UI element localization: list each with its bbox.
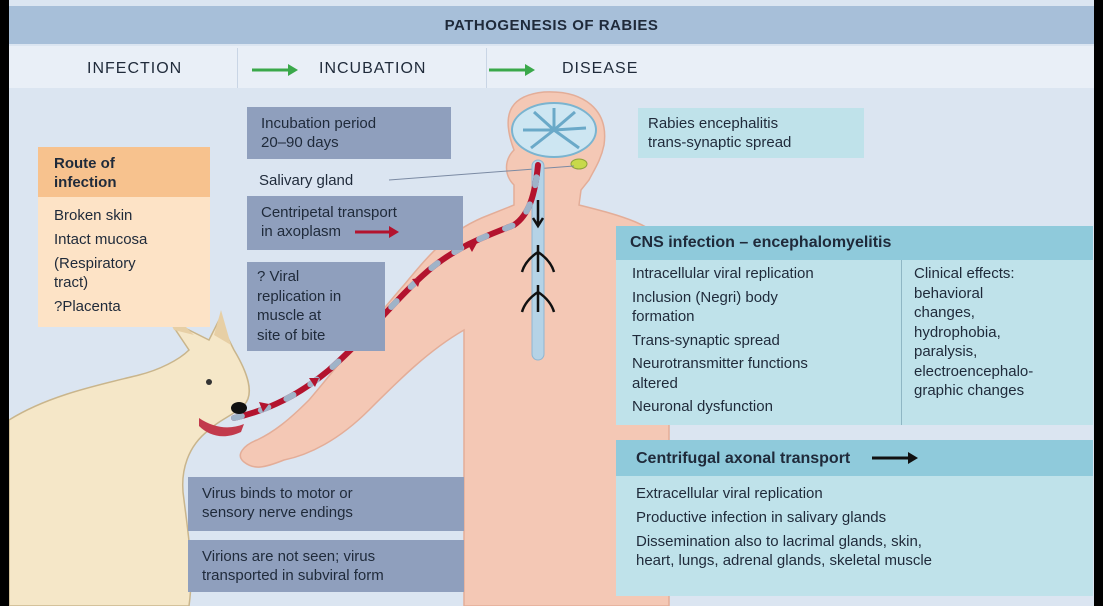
virions-box: Virions are not seen; virus transported … (188, 540, 464, 592)
clinical-line: behavioral (914, 284, 1089, 304)
centripetal-line: Centripetal transport (261, 203, 449, 222)
clinical-line: changes, (914, 303, 1089, 323)
red-arrow-icon (355, 226, 399, 238)
viral-muscle-line: site of bite (257, 326, 375, 346)
encephalitis-box: Rabies encephalitis trans-synaptic sprea… (638, 108, 864, 158)
viral-muscle-line: ? Viral (257, 267, 375, 287)
cns-line: Trans-synaptic spread (632, 331, 885, 351)
cns-header: CNS infection – encephalomyelitis (616, 226, 1093, 260)
centrifugal-line: Productive infection in salivary glands (636, 508, 1073, 527)
virus-binds-line: Virus binds to motor or (202, 484, 450, 503)
page-title: PATHOGENESIS OF RABIES (9, 6, 1094, 44)
virions-line: transported in subviral form (202, 566, 450, 585)
route-item: ?Placenta (54, 297, 194, 316)
cns-line: altered (632, 374, 885, 394)
viral-muscle-box: ? Viral replication in muscle at site of… (247, 262, 385, 351)
route-header-line: Route of (54, 154, 194, 173)
route-list: Broken skin Intact mucosa (Respiratory t… (38, 197, 210, 327)
cns-right-column: Clinical effects: behavioral changes, hy… (914, 264, 1089, 401)
clinical-line: Clinical effects: (914, 264, 1089, 284)
phase-divider (237, 48, 238, 88)
green-arrow-icon (252, 64, 298, 76)
clinical-line: electroencephalo- (914, 362, 1089, 382)
incubation-line: 20–90 days (261, 133, 437, 152)
centripetal-box: Centripetal transport in axoplasm (247, 196, 463, 250)
encephalitis-line: trans-synaptic spread (648, 133, 854, 152)
salivary-gland-shape (571, 159, 587, 169)
clinical-line: hydrophobia, (914, 323, 1089, 343)
cns-body: Intracellular viral replication Inclusio… (616, 260, 1093, 425)
incubation-line: Incubation period (261, 114, 437, 133)
route-header: Route of infection (38, 147, 210, 197)
black-arrow-icon (872, 452, 918, 464)
cns-line: Intracellular viral replication (632, 264, 885, 284)
centripetal-line: in axoplasm (261, 222, 341, 241)
route-item: (Respiratory (54, 254, 194, 273)
route-item: Broken skin (54, 206, 194, 225)
centrifugal-line: Dissemination also to lacrimal glands, s… (636, 532, 1073, 551)
green-arrow-icon (489, 64, 535, 76)
phase-disease: DISEASE (562, 60, 638, 78)
cns-line: Neurotransmitter functions (632, 354, 885, 374)
centrifugal-title: Centrifugal axonal transport (636, 449, 850, 468)
centrifugal-body: Extracellular viral replication Producti… (616, 476, 1093, 596)
virus-binds-line: sensory nerve endings (202, 503, 450, 522)
clinical-line: paralysis, (914, 342, 1089, 362)
route-header-line: infection (54, 173, 194, 192)
virus-binds-box: Virus binds to motor or sensory nerve en… (188, 477, 464, 531)
centrifugal-line: heart, lungs, adrenal glands, skeletal m… (636, 551, 1073, 570)
viral-muscle-line: muscle at (257, 306, 375, 326)
cns-line: Inclusion (Negri) body (632, 288, 885, 308)
viral-muscle-line: replication in (257, 287, 375, 307)
incubation-box: Incubation period 20–90 days (247, 107, 451, 159)
diagram-canvas: PATHOGENESIS OF RABIES INFECTION INCUBAT… (9, 0, 1094, 606)
cns-line: Neuronal dysfunction (632, 397, 885, 417)
route-item: Intact mucosa (54, 230, 194, 249)
salivary-gland-label: Salivary gland (259, 171, 353, 190)
route-item: tract) (54, 273, 194, 292)
clinical-line: graphic changes (914, 381, 1089, 401)
centrifugal-line: Extracellular viral replication (636, 484, 1073, 503)
phase-divider (486, 48, 487, 88)
cns-line: formation (632, 307, 885, 327)
cns-left-column: Intracellular viral replication Inclusio… (616, 260, 902, 425)
virions-line: Virions are not seen; virus (202, 547, 450, 566)
phase-incubation: INCUBATION (319, 60, 426, 78)
centrifugal-header: Centrifugal axonal transport (616, 440, 1093, 476)
phase-infection: INFECTION (87, 60, 182, 78)
encephalitis-line: Rabies encephalitis (648, 114, 854, 133)
